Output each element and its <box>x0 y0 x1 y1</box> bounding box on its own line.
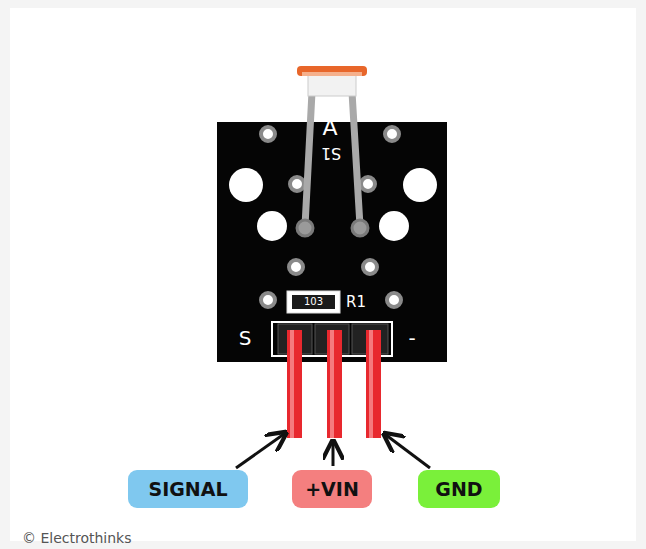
background-panel <box>10 8 636 541</box>
resistor-body <box>292 295 335 309</box>
ldr-body <box>308 74 356 96</box>
pin-label: S <box>239 328 252 348</box>
watermark: © Electrothinks <box>22 531 132 545</box>
resistor-value: 103 <box>304 297 323 307</box>
ldr-sensor-face <box>297 66 367 76</box>
resistor-reference: R1 <box>346 295 366 310</box>
ldr-legs <box>305 92 360 226</box>
pin-label: - <box>408 328 415 348</box>
signal-tag: SIGNAL <box>128 470 248 508</box>
pin-name: +VIN <box>305 480 359 499</box>
pcb-board <box>217 122 447 362</box>
solder-pads <box>261 127 401 307</box>
pin-name: SIGNAL <box>148 480 227 499</box>
gnd-tag: GND <box>418 470 500 508</box>
leg-pads <box>297 220 368 236</box>
header-pins <box>287 330 381 438</box>
board-letter: A <box>322 117 337 139</box>
mounting-holes <box>229 168 437 241</box>
ldr-sensor-edge <box>302 72 362 76</box>
vin-tag: +VIN <box>292 470 372 508</box>
resistor-frame <box>287 291 340 313</box>
component-reference: S1 <box>321 145 341 161</box>
leader-arrows <box>236 434 430 468</box>
pin-name: GND <box>435 480 482 499</box>
